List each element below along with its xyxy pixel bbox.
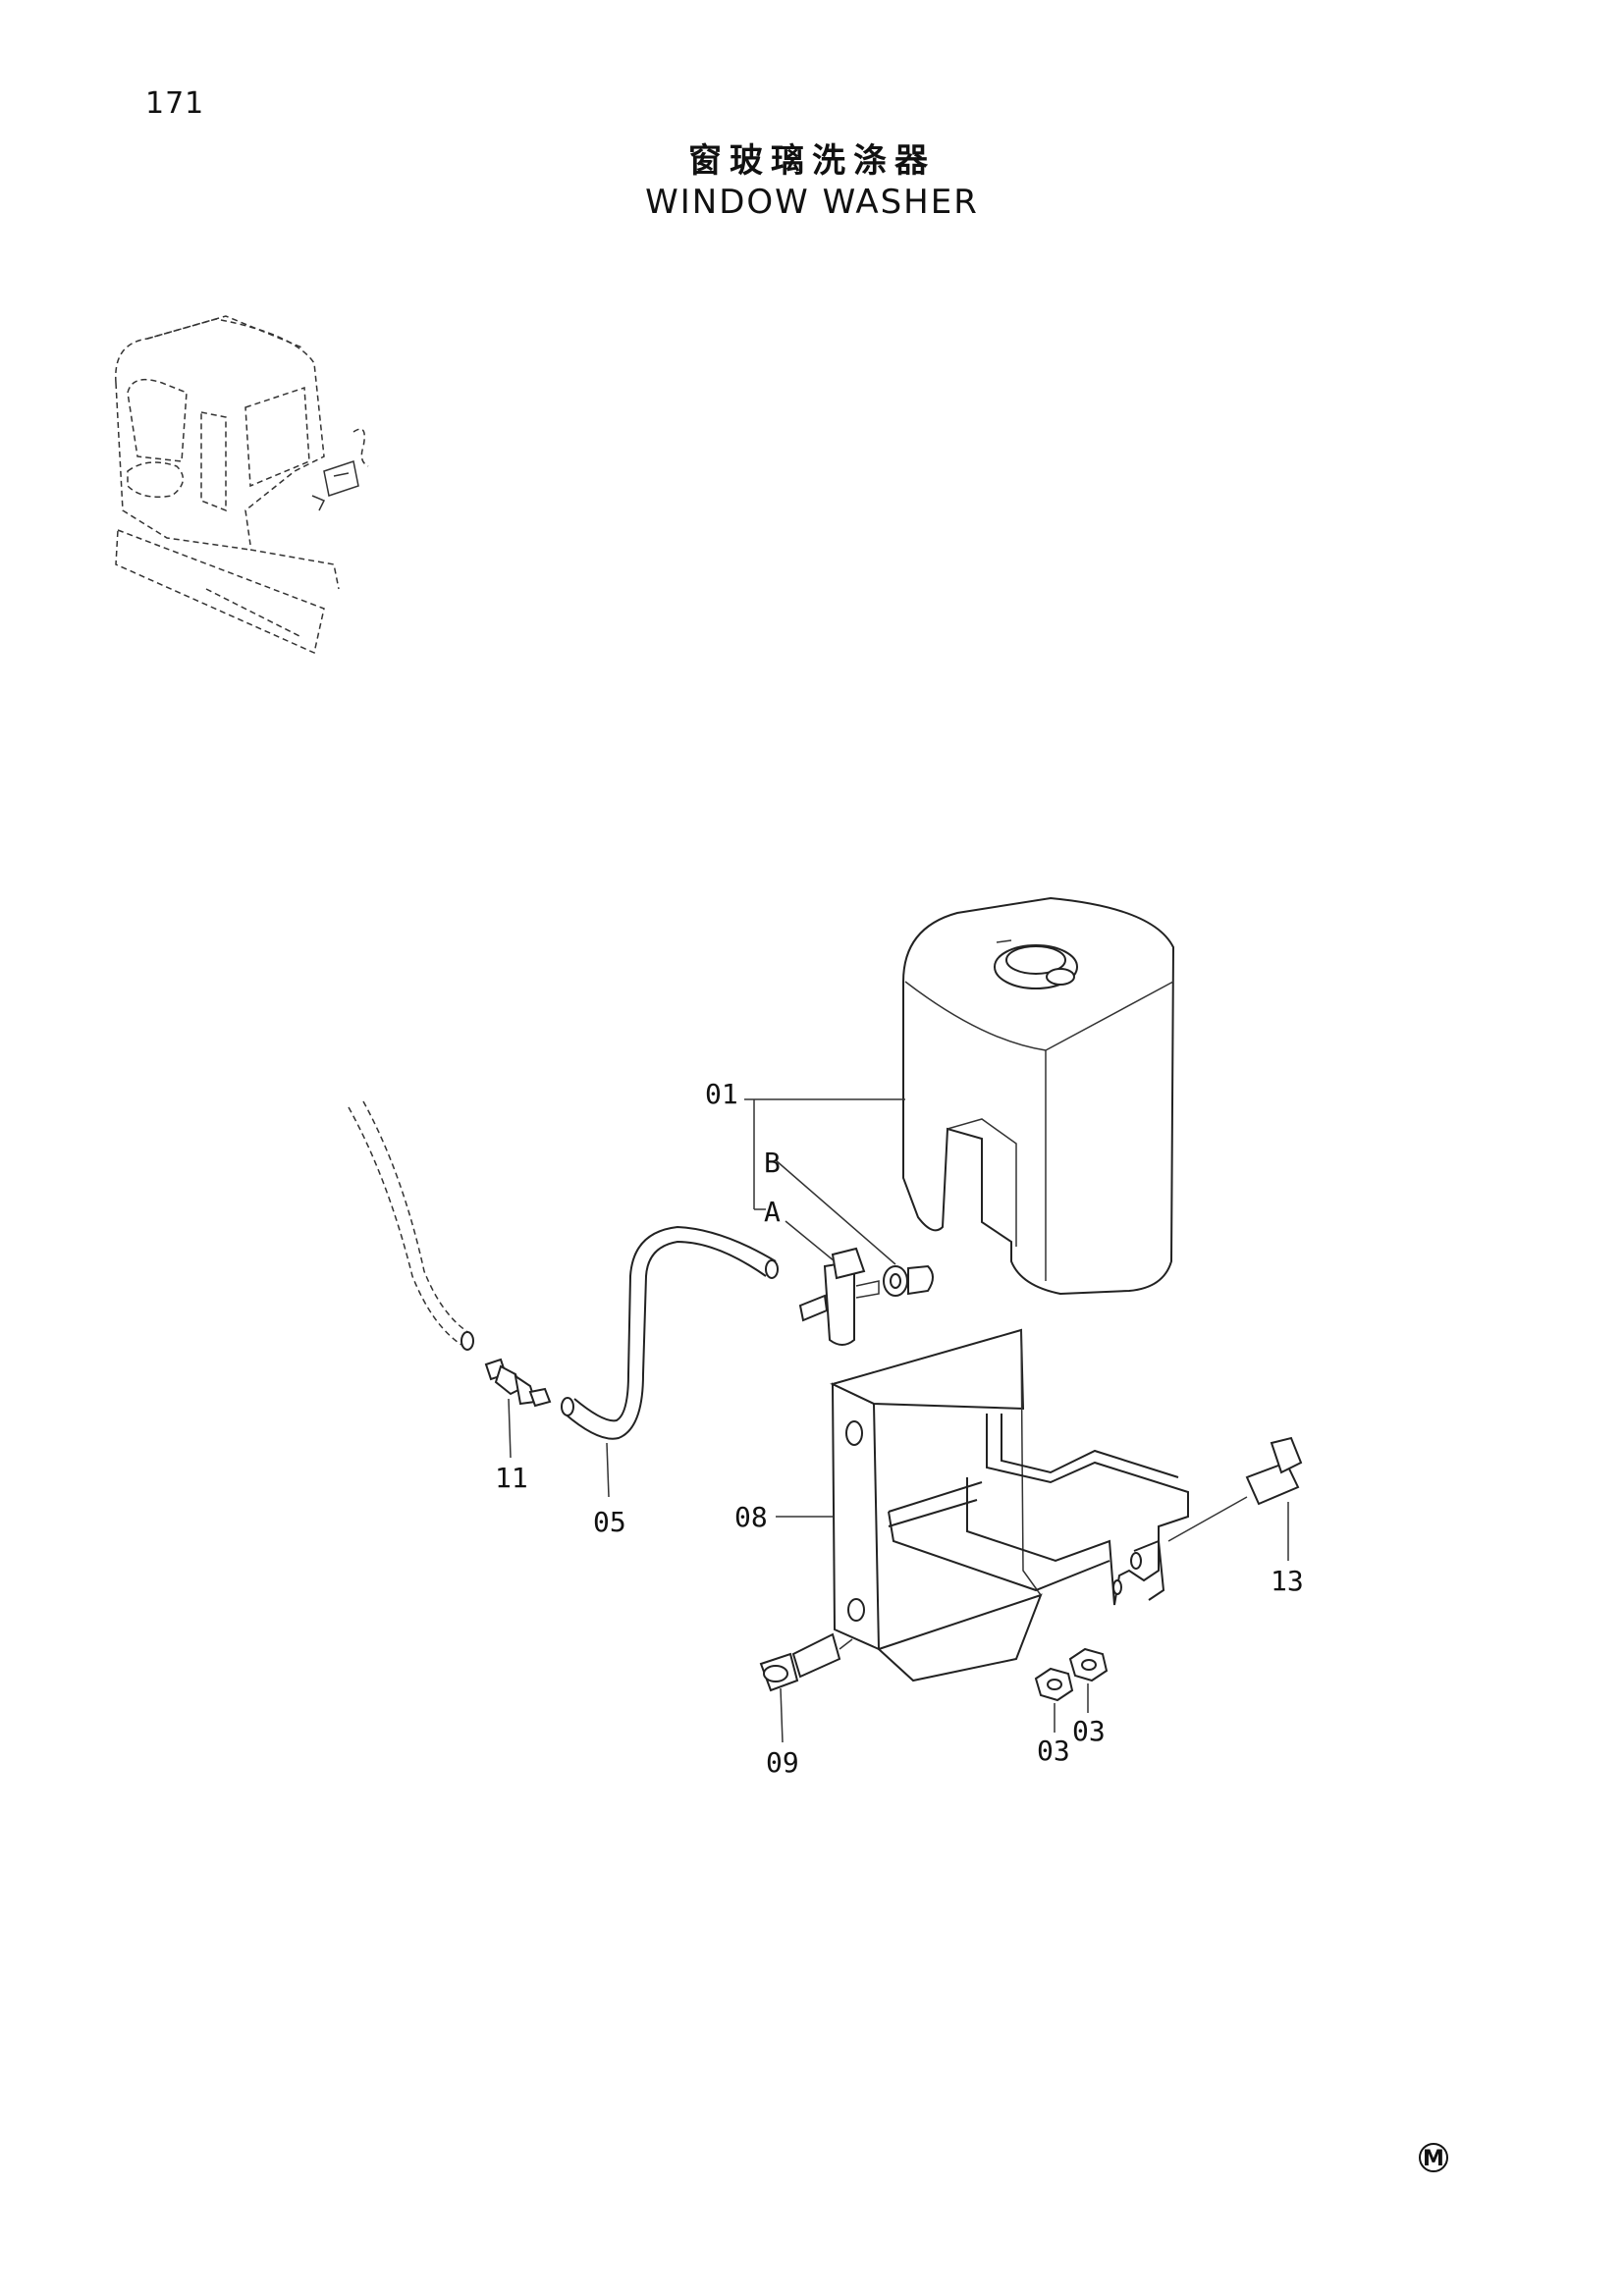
footer-mark-letter: M: [1423, 2147, 1444, 2171]
callout-13: 13: [1271, 1565, 1304, 1597]
callout-05: 05: [593, 1506, 626, 1538]
grommet: [883, 1264, 934, 1297]
bolt-09: [759, 1632, 853, 1692]
callout-03-right: 03: [1072, 1715, 1106, 1747]
title-chinese: 窗玻璃洗涤器: [688, 141, 936, 181]
bolt-13: [1167, 1436, 1303, 1542]
title-english: WINDOW WASHER: [645, 183, 979, 222]
hose-05: [561, 1225, 779, 1440]
callout-B: B: [764, 1147, 781, 1179]
callout-11: 11: [495, 1462, 528, 1494]
callout-01: 01: [705, 1078, 738, 1110]
callout-09: 09: [766, 1746, 799, 1779]
callout-08: 08: [734, 1501, 768, 1533]
hose-long: [348, 1100, 474, 1351]
bracket: [830, 1328, 1189, 1682]
washer-pump: [798, 1247, 880, 1346]
footer-mark: M: [1419, 2143, 1448, 2172]
callout-03-left: 03: [1037, 1735, 1070, 1767]
washer-tank: [902, 896, 1175, 1296]
callout-A: A: [764, 1196, 781, 1228]
page-number: 171: [145, 86, 205, 121]
cab-overview-illustration: [115, 315, 369, 655]
connector: [484, 1358, 552, 1408]
leader-lines: [508, 1098, 1289, 1743]
nuts-03: [1034, 1647, 1109, 1702]
